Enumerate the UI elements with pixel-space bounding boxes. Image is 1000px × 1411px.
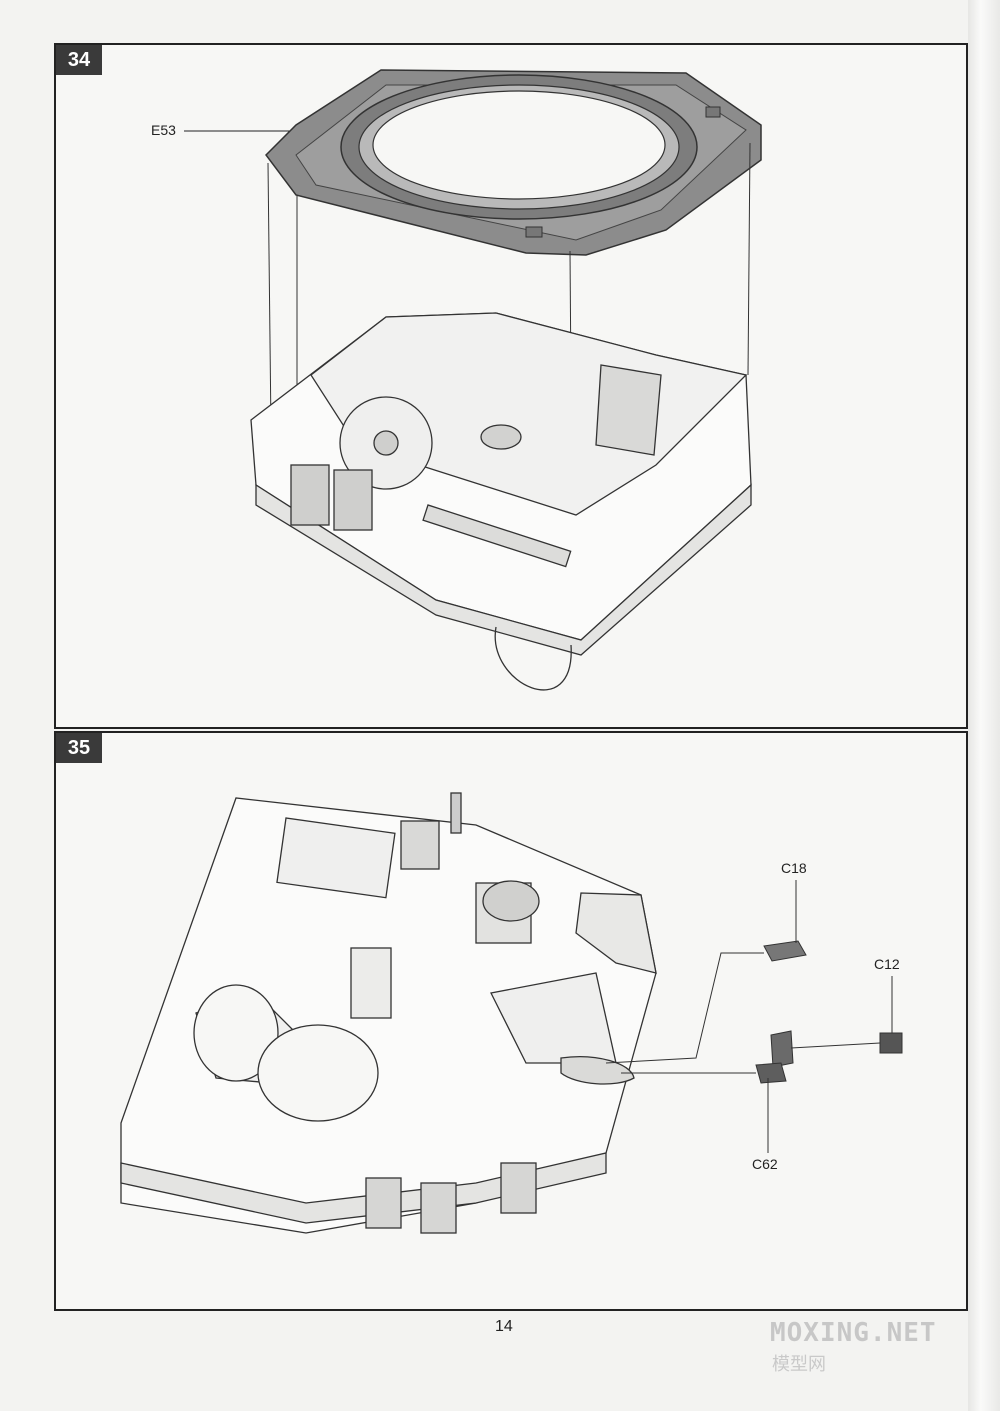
part-label-c62: C62: [752, 1156, 778, 1172]
step-35-number: 35: [56, 733, 102, 763]
step-34-panel: 34 E53: [54, 43, 968, 729]
step-35-diagram: [120, 792, 903, 1234]
turret-ring-plate-e53: [265, 69, 762, 256]
hull-upper-assembly: [120, 792, 657, 1234]
step-35-panel: 35 C18 C12 C62: [54, 731, 968, 1311]
page-number: 14: [495, 1318, 513, 1335]
watermark-subtext: 模型网: [772, 1354, 826, 1374]
part-c18: [763, 940, 807, 962]
part-label-c18: C18: [781, 860, 807, 876]
part-c62: [755, 1030, 794, 1084]
part-label-e53: E53: [151, 122, 176, 138]
step-34-number: 34: [56, 45, 102, 75]
watermark-text: MOXING.NET: [770, 1318, 937, 1348]
hull-assembly: [250, 312, 752, 691]
step-34-diagram: [184, 69, 762, 691]
part-label-c12: C12: [874, 956, 900, 972]
binding-edge: [968, 0, 1000, 1411]
part-c12: [879, 1032, 903, 1054]
